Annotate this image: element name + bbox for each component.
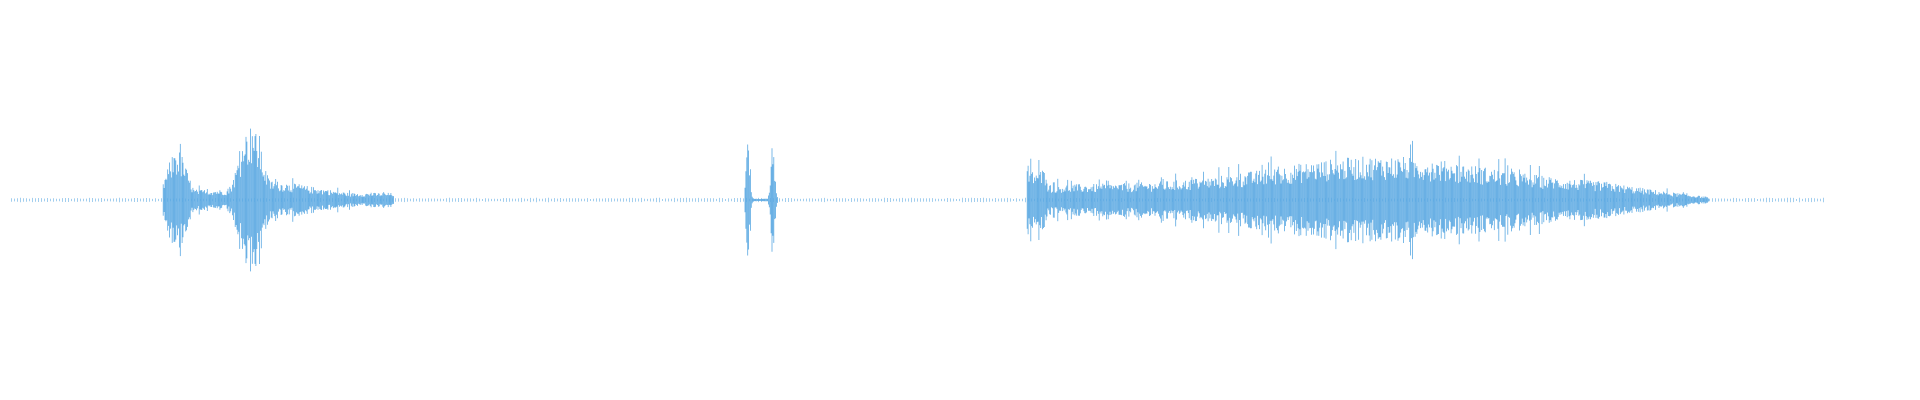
audio-segment-1 [162,128,395,272]
audio-segment-3 [1026,140,1709,260]
audio-segment-2 [744,144,778,256]
waveform-segments [162,128,1709,272]
